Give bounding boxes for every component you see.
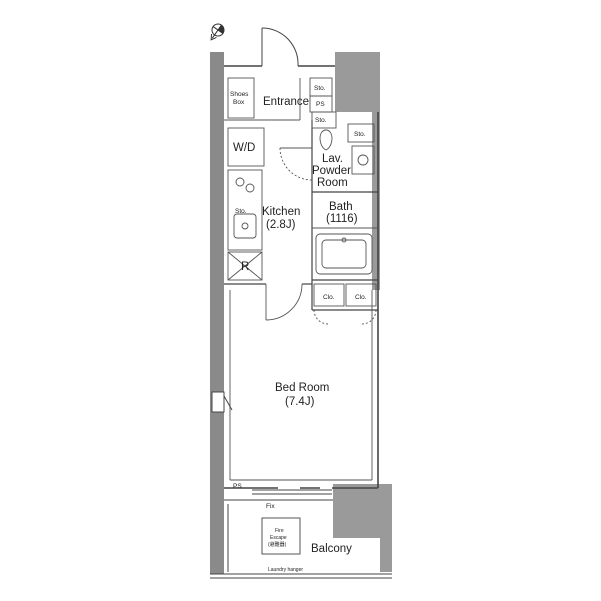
bath-size-label: (1116) <box>326 213 358 225</box>
laundry-hanger-label: Laundry hanger <box>268 567 303 573</box>
entrance-label: Entrance <box>263 96 309 108</box>
wd-label: W/D <box>233 142 255 154</box>
unit-outline <box>224 65 379 489</box>
entry-door <box>261 27 299 67</box>
bath-label: Bath <box>329 201 353 213</box>
outer-wall-left <box>210 52 224 574</box>
structural-shaft <box>335 52 380 290</box>
balcony-area <box>210 499 392 579</box>
bedroom-door <box>265 283 303 321</box>
fire-escape-label-3: (避難器) <box>268 541 287 548</box>
fire-escape-label-1: Fire <box>275 528 284 534</box>
partitions <box>224 120 378 311</box>
refrigerator-label: R <box>241 261 249 273</box>
ps-bedroom-label: PS <box>233 483 242 490</box>
fix-label: Fix <box>266 503 275 510</box>
kitchen-size-label: (2.8J) <box>266 219 296 231</box>
sto-lav-label: Sto. <box>315 117 327 124</box>
sto-right-label: Sto. <box>354 131 366 138</box>
sto-entrance-label: Sto. <box>314 85 326 92</box>
lav-label-1: Lav. <box>322 153 343 165</box>
structural-column-bottom <box>333 484 385 538</box>
kitchen-label: Kitchen <box>262 206 300 218</box>
closets <box>313 283 377 325</box>
bath <box>312 227 378 275</box>
bedroom-walls <box>229 290 373 481</box>
fire-escape-label-2: Escape <box>270 535 287 541</box>
lav-label-2: Powder <box>312 165 351 177</box>
wd-closet <box>227 127 265 167</box>
balcony-label: Balcony <box>311 543 352 555</box>
shoes-box-label-1: Shoes <box>230 91 249 98</box>
bedroom-size-label: (7.4J) <box>285 396 315 408</box>
sto-kitchen-label: Sto. <box>235 208 247 215</box>
clo-right-label: Clo. <box>355 294 367 301</box>
shoes-box-label-2: Box <box>233 99 245 106</box>
balcony-doors <box>252 489 332 495</box>
compass-icon <box>210 23 225 41</box>
ps-entrance-label: PS <box>316 101 325 108</box>
bedroom-window <box>211 391 233 413</box>
lav-label-3: Room <box>317 177 348 189</box>
balcony-right-wall <box>380 484 392 572</box>
clo-left-label: Clo. <box>323 294 335 301</box>
bedroom-label: Bed Room <box>275 382 329 394</box>
kitchen-counter <box>227 169 263 281</box>
lavatory <box>279 111 375 181</box>
